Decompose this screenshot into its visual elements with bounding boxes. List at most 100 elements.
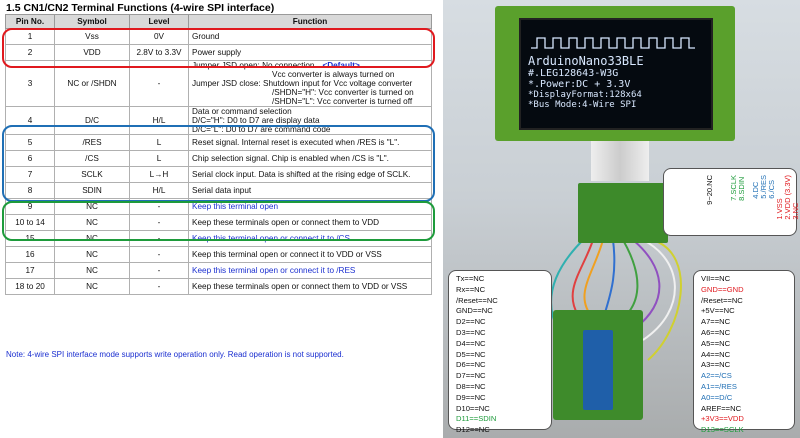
arduino-pin-label: D2==NC — [456, 317, 486, 327]
section-title: 1.5 CN1/CN2 Terminal Functions (4-wire S… — [6, 2, 275, 14]
oled-line-3: *.Power:DC + 3.3V — [528, 79, 631, 90]
pin-label: 9~20.NC — [705, 175, 714, 205]
arduino-pin-label: Tx==NC — [456, 274, 485, 283]
highlight-spi-pins — [2, 201, 435, 241]
function-line: Jumper JSD open: No connection<Default> — [192, 61, 360, 70]
cell-symbol: NC — [54, 278, 130, 295]
header-symbol: Symbol — [54, 14, 130, 29]
arduino-pin-label: AREF==NC — [701, 403, 742, 413]
adapter-board — [578, 183, 668, 243]
header-level: Level — [129, 14, 189, 29]
function-line: Keep these terminals open or connect the… — [192, 218, 380, 227]
table-header-row: Pin No. Symbol Level Function — [5, 14, 432, 29]
cell-level: - — [129, 262, 189, 279]
arduino-pin-label: /Reset==NC — [456, 295, 498, 305]
arduino-pin-label: A3==NC — [701, 360, 731, 370]
function-line: Keep this terminal open or connect it to… — [192, 266, 356, 275]
oled-text: ArduinoNano33BLE #.LEG128643-W3G *.Power… — [528, 54, 704, 111]
arduino-pin-label: D7==NC — [456, 371, 486, 381]
function-line: Vcc converter is always turned on — [272, 70, 395, 79]
function-line: Keep this terminal open or connect it to… — [192, 234, 350, 243]
hardware-photo: ArduinoNano33BLE #.LEG128643-W3G *.Power… — [443, 0, 800, 438]
highlight-power-pins — [2, 28, 435, 68]
function-line: Jumper JSD close: Shutdown input for Vcc… — [192, 79, 413, 88]
cell-function: Keep this terminal open or connect it to… — [188, 262, 432, 279]
arduino-pin-label: D12==NC — [456, 425, 490, 435]
datasheet-panel: 1.5 CN1/CN2 Terminal Functions (4-wire S… — [2, 2, 435, 359]
cell-level: - — [129, 246, 189, 263]
pin-label: 8.SDIN — [737, 176, 746, 201]
function-line: Serial clock input. Data is shifted at t… — [192, 170, 411, 179]
function-line: Keep these terminals open or connect the… — [192, 282, 408, 291]
arduino-pin-label: A5==NC — [701, 338, 731, 348]
arduino-pin-label: +3V3==VDD — [701, 414, 744, 424]
arduino-pin-label: GND==GND — [701, 284, 744, 294]
header-pin-no: Pin No. — [5, 14, 55, 29]
square-wave-graphic — [531, 37, 695, 49]
arduino-pin-label: +5V==NC — [701, 306, 735, 316]
arduino-pin-label: D5==NC — [456, 349, 486, 359]
function-line: Serial data input — [192, 186, 252, 195]
function-line: Reset signal. Internal reset is executed… — [192, 138, 400, 147]
arduino-pin-label: A0==D/C — [701, 392, 733, 402]
arduino-pin-label: /Reset==NC — [701, 295, 743, 305]
default-badge: <Default> — [322, 61, 360, 70]
oled-line-2: #.LEG128643-W3G — [528, 68, 619, 79]
arduino-pin-label: A6==NC — [701, 327, 731, 337]
arduino-pin-label: D3==NC — [456, 327, 486, 337]
function-line: Ground — [192, 32, 220, 41]
oled-line-4: *DisplayFormat:128x64 — [528, 90, 642, 100]
function-line: Keep this terminal open or connect it to… — [192, 250, 382, 259]
arduino-nano — [583, 330, 613, 410]
arduino-pin-label: D9==NC — [456, 392, 486, 402]
function-line: D/C="H": D0 to D7 are display data — [192, 116, 320, 125]
pin-label-col-nc: 9~20.NC — [705, 175, 714, 205]
cell-symbol: NC — [54, 262, 130, 279]
arduino-pin-label: D13==SCLK — [701, 425, 744, 435]
cell-pin: 18 to 20 — [5, 278, 55, 295]
arduino-pin-label: D11==SDIN — [456, 414, 497, 424]
arduino-pin-label: A4==NC — [701, 349, 731, 359]
cell-level: - — [129, 278, 189, 295]
pin-label: 6./CS — [767, 180, 776, 199]
note-text: Note: 4-wire SPI interface mode supports… — [6, 350, 344, 359]
ribbon-cable — [591, 141, 649, 181]
arduino-pin-label: Rx==NC — [456, 284, 486, 294]
cell-pin: 17 — [5, 262, 55, 279]
function-line: Power supply — [192, 48, 242, 57]
oled-line-5: *Bus Mode:4-Wire SPI — [528, 100, 637, 110]
oled-line-1: ArduinoNano33BLE — [528, 54, 644, 68]
function-line: Keep this terminal open — [192, 202, 279, 211]
function-line: D/C="L": D0 to D7 are command code — [192, 125, 331, 134]
arduino-pin-label: VII==NC — [701, 274, 731, 283]
arduino-pin-label: D10==NC — [456, 403, 490, 413]
arduino-pin-label: A7==NC — [701, 317, 731, 327]
arduino-pin-label: D4==NC — [456, 338, 486, 348]
arduino-pin-label: GND==NC — [456, 306, 493, 316]
cell-function: Keep this terminal open or connect it to… — [188, 246, 432, 263]
arduino-pin-label: A1==/RES — [701, 381, 737, 391]
arduino-pin-label: A2==/CS — [701, 371, 732, 381]
arduino-pin-label: D6==NC — [456, 360, 486, 370]
oled-screen — [519, 18, 713, 130]
cell-symbol: NC — [54, 246, 130, 263]
highlight-control-pins — [2, 125, 435, 202]
function-line: Chip selection signal. Chip is enabled w… — [192, 154, 389, 163]
arduino-pin-label: D8==NC — [456, 381, 486, 391]
function-line: /SHDN="L": Vcc converter is turned off — [272, 97, 413, 106]
